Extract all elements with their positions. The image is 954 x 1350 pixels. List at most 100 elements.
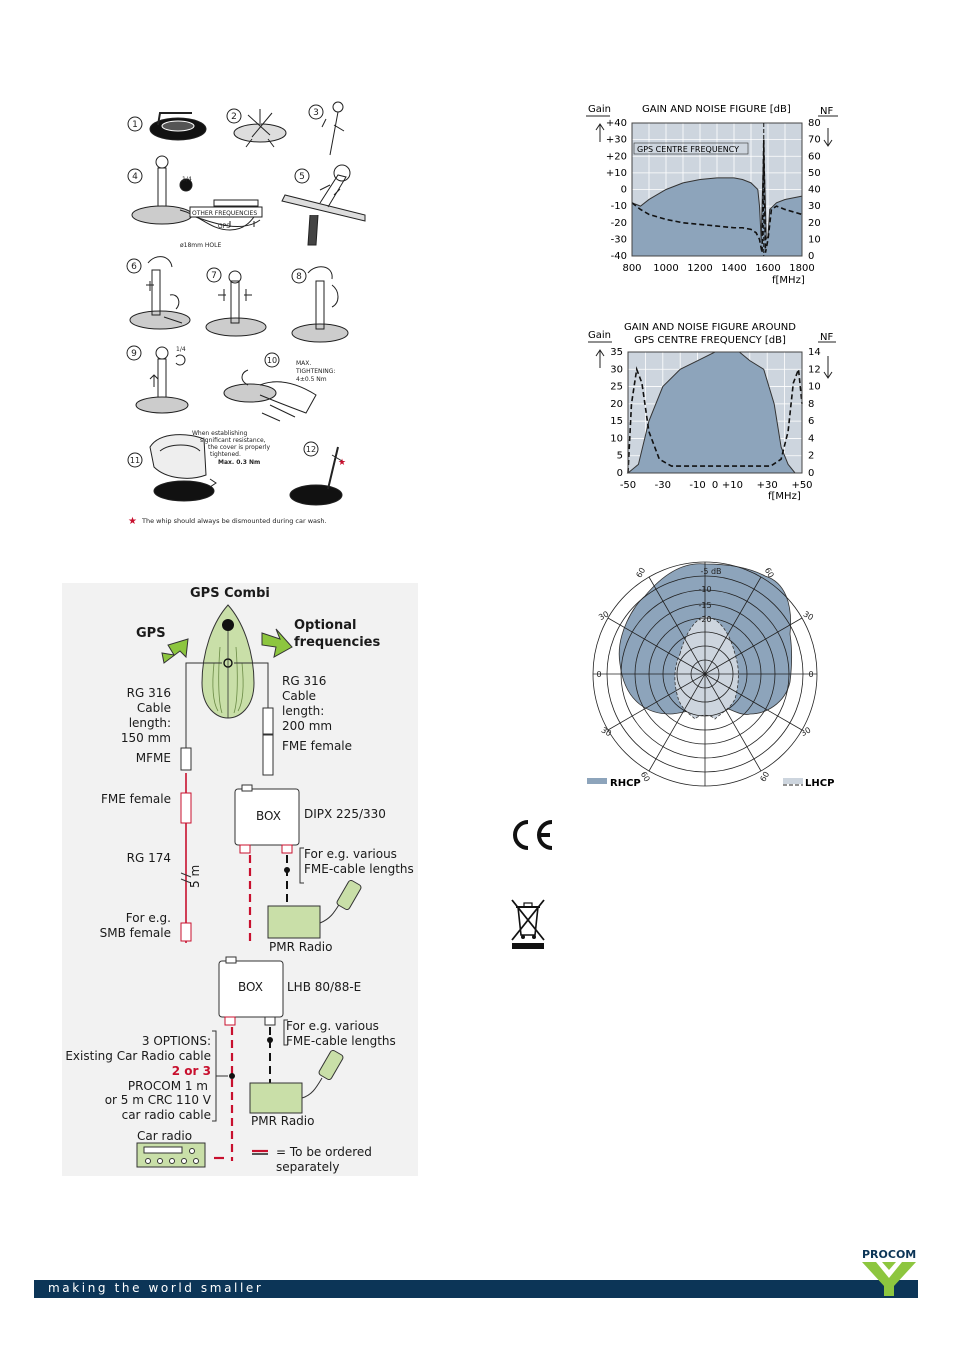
chart2-up-arrow-icon (595, 349, 605, 368)
legend-label-2: separately (276, 1160, 339, 1174)
ring-label-15: -15 (698, 601, 711, 610)
gain-tick: 30 (610, 364, 623, 375)
angle-label-0-l: 0 (596, 670, 601, 679)
box1 (234, 788, 300, 846)
gps-heading: GPS (136, 626, 166, 641)
smb-label-b: SMB female (100, 926, 171, 940)
plot-frame (631, 122, 803, 257)
step-8-num: 8 (296, 272, 302, 282)
right-cable (234, 662, 269, 723)
weee-bin-icon (511, 899, 545, 949)
box2 (218, 960, 284, 1018)
five-m-label: 5 m (188, 865, 202, 888)
step-11-num: 11 (130, 456, 140, 465)
gain-tick: -10 (611, 201, 627, 212)
step5-roof (281, 164, 366, 246)
gain-tick: +20 (606, 151, 627, 162)
chart2-down-arrow-icon (823, 356, 833, 379)
resistance-note-3: the cover is properly (208, 444, 270, 451)
chart2-title-1: GAIN AND NOISE FIGURE AROUND (624, 322, 796, 333)
nf-tick: 10 (808, 382, 821, 393)
microphone-1-icon (336, 879, 362, 911)
fme-connector-right-2 (262, 734, 274, 776)
various2-b: FME-cable lengths (286, 1034, 396, 1048)
cable-break (180, 872, 192, 884)
gps-combi-antenna (201, 604, 255, 719)
options-3: 2 or 3 (172, 1064, 211, 1078)
optional-arrow-icon (261, 628, 293, 658)
angle-label-60-tl: 60 (634, 566, 647, 579)
gain-tick: 20 (610, 399, 623, 410)
gain-tick: -30 (611, 234, 627, 245)
nf-tick: 6 (808, 416, 814, 427)
rhcp-legend: RHCP (610, 778, 641, 789)
pmr-radio-2 (249, 1082, 303, 1114)
mfme-label: MFME (136, 751, 171, 765)
x-tick: 800 (622, 263, 641, 274)
chart1-title: GAIN AND NOISE FIGURE [dB] (642, 104, 791, 115)
step10-tighten (223, 369, 317, 422)
fme-connector-right (262, 707, 274, 735)
footer-tagline: making the world smaller (48, 1281, 264, 1295)
gain-line (631, 139, 803, 253)
nf-tick: 14 (808, 347, 821, 358)
right-cable-2: Cable (282, 689, 316, 703)
left-cable-3: length: (129, 716, 171, 730)
step12-whip (289, 446, 343, 506)
step-2-num: 2 (231, 112, 237, 122)
step-6-num: 6 (131, 262, 137, 272)
chart2-gain-label: Gain (588, 330, 611, 341)
step4-mount (131, 155, 263, 231)
procom-logo: PROCOM (860, 1248, 918, 1298)
procom-y-icon (862, 1262, 916, 1296)
step-3-num: 3 (313, 108, 319, 118)
x-tick: +30 (757, 480, 778, 491)
max-tightening-2: TIGHTENING: (295, 368, 335, 375)
wiring-diagram: GPS Combi GPS Optional frequencies RG 31… (62, 586, 414, 1174)
fme-female-left (180, 792, 192, 824)
lhcp-pattern (674, 615, 739, 720)
chart2-title-2: GPS CENTRE FREQUENCY [dB] (634, 335, 786, 346)
footer-bar: making the world smaller (34, 1280, 918, 1298)
nf-tick: 0 (808, 468, 814, 479)
step-5-num: 5 (299, 172, 305, 182)
gain-tick: +10 (606, 168, 627, 179)
left-gps-cable (185, 662, 222, 748)
resistance-note-5: Max. 0.3 Nm (218, 459, 260, 466)
gain-nf-chart: Gain GAIN AND NOISE FIGURE [dB] NF +40+3… (586, 104, 838, 286)
angle-label-30-tr: 30 (802, 609, 815, 622)
step6-mount (129, 256, 191, 330)
optional-heading-2: frequencies (294, 635, 380, 650)
various2-a: For e.g. various (286, 1019, 379, 1033)
max-tightening-1: MAX. (296, 360, 311, 367)
step-10-num: 10 (267, 356, 277, 365)
dipx-label: DIPX 225/330 (304, 807, 386, 821)
gps-centre-annotation: GPS CENTRE FREQUENCY (637, 145, 739, 154)
nf-tick: 50 (808, 168, 821, 179)
step8-mount (291, 266, 349, 343)
step-7-num: 7 (211, 271, 217, 281)
nf-tick: 30 (808, 201, 821, 212)
gain-tick: -20 (611, 218, 627, 229)
ring-label-5: -5 dB (700, 567, 721, 576)
various1-a: For e.g. various (304, 847, 397, 861)
installation-steps: 1 2 3 4 5 6 7 8 9 10 11 12 1/4 1/4 OTHER… (126, 101, 366, 527)
chart1-xlabel: f[MHz] (772, 275, 805, 286)
annotation-box (633, 142, 749, 155)
chart2-xlabel: f[MHz] (768, 491, 801, 502)
whip-note: The whip should always be dismounted dur… (141, 517, 327, 525)
gain-tick: 10 (610, 433, 623, 444)
optional-heading-1: Optional (294, 618, 356, 633)
hole-label: ø18mm HOLE (180, 242, 221, 249)
step-12-num: 12 (306, 445, 316, 454)
chart2-nf-label: NF (820, 332, 833, 343)
step-9-num: 9 (131, 349, 137, 359)
gps-label: GPS (218, 223, 230, 230)
step2-tools (233, 109, 287, 148)
x-tick: 0 (712, 480, 718, 491)
nf-tick: 2 (808, 451, 814, 462)
gain-tick: 0 (621, 185, 627, 196)
nf-tick: 60 (808, 151, 821, 162)
microphone-2-icon (318, 1049, 344, 1081)
left-cable-1: RG 316 (127, 686, 171, 700)
